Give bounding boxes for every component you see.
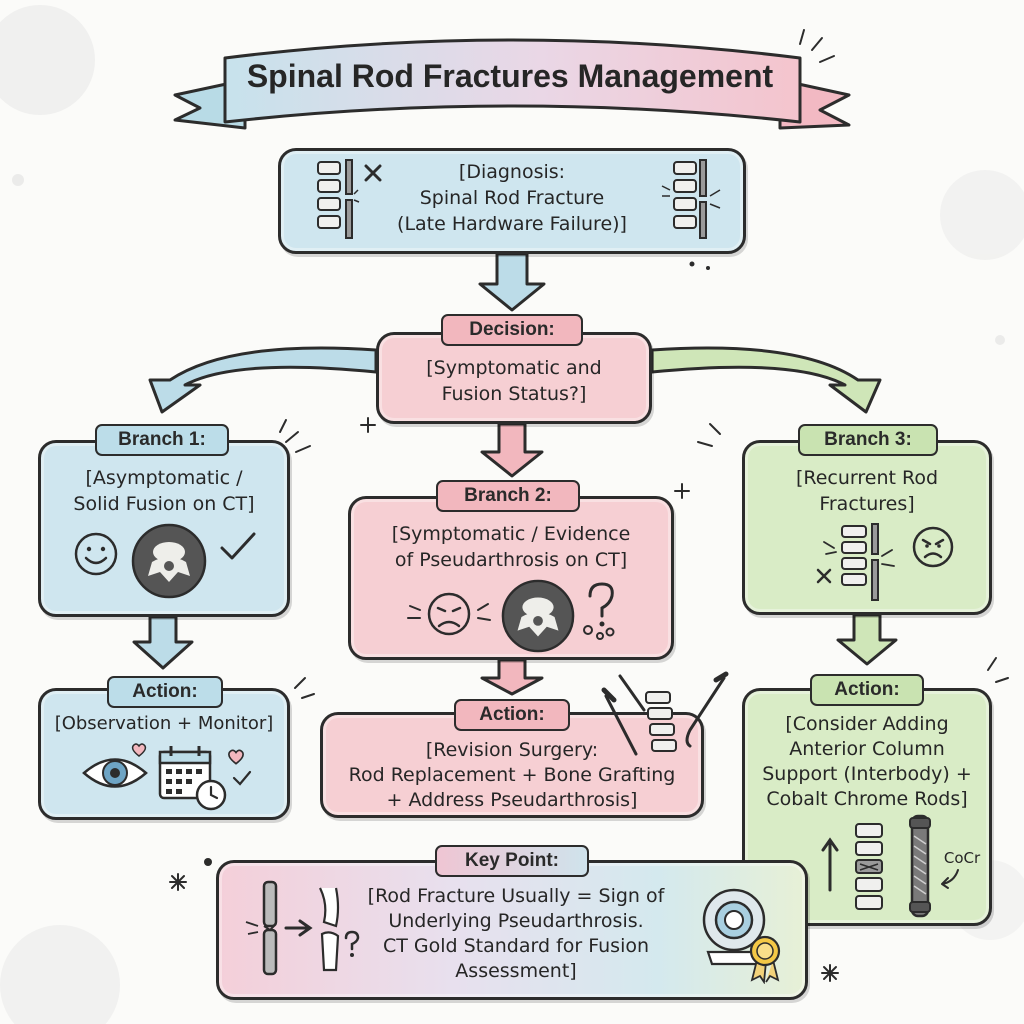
award-ribbon-icon (749, 935, 781, 984)
arrow-down-3 (132, 615, 194, 670)
eye-icon (82, 758, 148, 788)
vertebra-ct-icon (131, 523, 207, 599)
checkmark-icon (220, 532, 256, 560)
diagnosis-line-3: (Late Hardware Failure)] (397, 213, 627, 235)
decision-box (376, 332, 652, 424)
spine-fracture-icon (816, 523, 895, 601)
arrow-down-2 (480, 422, 544, 478)
arrow-down-4 (480, 658, 544, 696)
broken-rod-icon (661, 159, 721, 239)
branch-1-line-2: Solid Fusion on CT] (73, 493, 255, 515)
question-icon (583, 582, 615, 640)
cobalt-rod-icon (909, 814, 931, 918)
action-1-tag: Action: (107, 676, 223, 708)
action-3-line-2: Anterior Column (789, 738, 945, 760)
key-point-tag: Key Point: (435, 845, 589, 877)
action-3-line-4: Cobalt Chrome Rods] (766, 788, 968, 810)
branch-2-line-1: [Symptomatic / Evidence (391, 523, 631, 545)
label-pointer-icon (941, 869, 959, 889)
broken-rod-icon-2 (245, 880, 340, 976)
branch-2-tag: Branch 2: (436, 480, 580, 512)
checkmark-small-icon (232, 770, 252, 786)
branch-3-line-1: [Recurrent Rod (795, 467, 939, 489)
smiley-icon (74, 532, 118, 576)
key-point-line-3: CT Gold Standard for Fusion (382, 935, 650, 957)
branch-3-tag: Branch 3: (798, 424, 938, 456)
surgical-tools-icon (601, 671, 729, 756)
action-2-line-1: [Revision Surgery: (425, 739, 599, 761)
branch-3-box (742, 440, 992, 615)
question-small-icon (344, 930, 360, 957)
interbody-spine-icon (855, 823, 883, 910)
title-banner (173, 29, 851, 130)
branch-3-line-2: Fractures] (819, 493, 915, 515)
clock-icon (195, 779, 227, 811)
pain-face-icon (407, 592, 491, 636)
key-point-line-2: Underlying Pseudarthrosis. (388, 910, 644, 932)
branch-2-line-2: of Pseudarthrosis on CT] (394, 549, 628, 571)
heart-icon-2 (228, 749, 244, 765)
action-2-line-2: Rod Replacement + Bone Grafting (348, 764, 676, 786)
spine-icon (317, 159, 360, 239)
arrow-to-branch-3 (650, 346, 882, 414)
diagnosis-line-1: [Diagnosis: (458, 161, 566, 183)
angry-face-icon (912, 526, 954, 568)
arrow-up-icon (821, 837, 839, 892)
key-point-line-1: [Rod Fracture Usually = Sign of (367, 885, 665, 907)
action-1-line-1: [Observation + Monitor] (54, 713, 274, 734)
action-3-tag: Action: (810, 674, 924, 706)
arrow-to-branch-1 (148, 346, 378, 414)
cocr-label: CoCr (943, 849, 981, 867)
action-2-tag: Action: (454, 699, 570, 731)
decision-line-2: Fusion Status?] (441, 383, 587, 405)
heart-icon (131, 743, 147, 757)
action-3-line-1: [Consider Adding (785, 713, 949, 735)
arrow-down-5 (836, 613, 898, 666)
branch-1-tag: Branch 1: (95, 424, 229, 456)
calendar-icon (158, 746, 212, 800)
decision-line-1: [Symptomatic and (426, 357, 602, 379)
action-2-line-3: + Address Pseudarthrosis] (386, 789, 638, 811)
page-title: Spinal Rod Fractures Management (246, 58, 774, 94)
x-mark-icon (364, 164, 382, 182)
vertebra-ct-icon-2 (501, 579, 575, 653)
ct-scanner-icon (702, 888, 766, 966)
decision-tag: Decision: (441, 314, 583, 346)
key-point-line-4: Assessment] (455, 960, 577, 982)
arrow-down-1 (478, 252, 546, 312)
action-3-line-3: Support (Interbody) + (762, 763, 972, 785)
diagnosis-line-2: Spinal Rod Fracture (419, 187, 605, 209)
branch-1-line-1: [Asymptomatic / (85, 467, 243, 489)
